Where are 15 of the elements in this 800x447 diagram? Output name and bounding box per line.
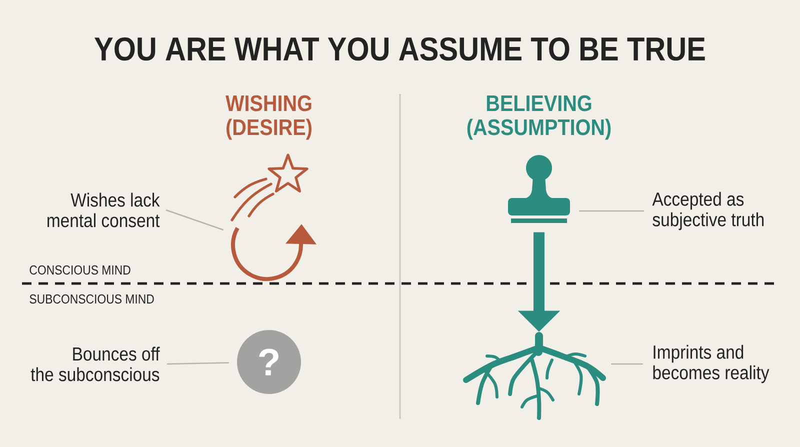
callout-text: Wishes lack mental consent (48, 192, 160, 228)
callout-text: Bounces off the subconscious (30, 346, 160, 382)
zone-label: CONSCIOUS MIND (30, 265, 130, 275)
roots-drawing (463, 332, 606, 420)
column-heading: WISHING (DESIRE) (226, 95, 312, 140)
leader-line (579, 210, 644, 212)
zone-label: SUBCONSCIOUS MIND (30, 294, 154, 304)
leader-line (611, 363, 643, 365)
callout-text: Imprints and becomes reality (653, 344, 770, 384)
callout-text: Accepted as subjective truth (652, 192, 764, 230)
leader-line (167, 362, 229, 365)
leader-line (166, 209, 224, 230)
stamp-drawing (508, 155, 570, 223)
title: YOU ARE WHAT YOU ASSUME TO BE TRUE (94, 37, 705, 61)
column-heading: BELIEVING (ASSUMPTION) (467, 95, 611, 140)
